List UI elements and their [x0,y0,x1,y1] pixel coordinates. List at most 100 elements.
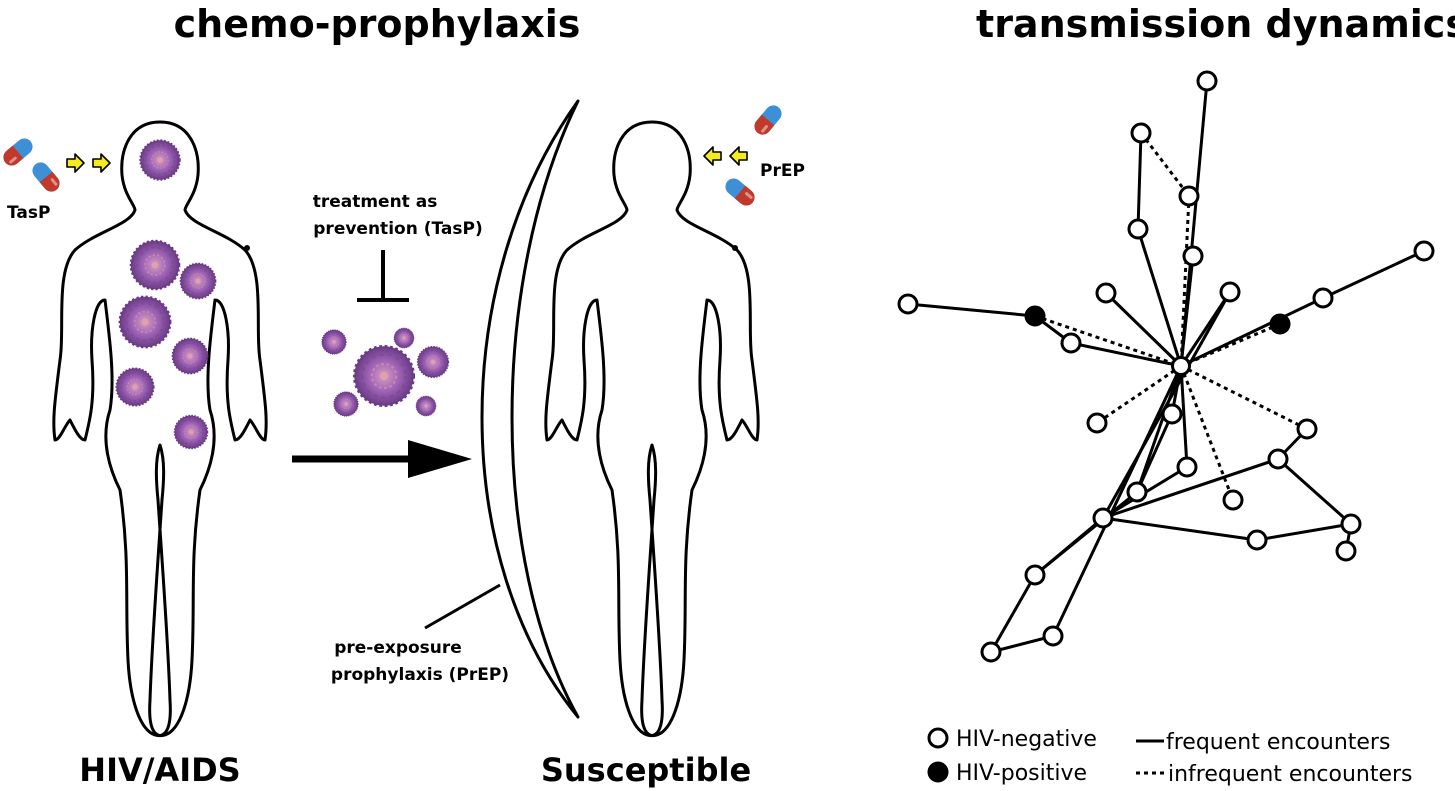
cluster-virus-2 [393,327,415,349]
network-node-negative [1222,489,1244,511]
network-node-negative [1340,513,1362,535]
tasp-block-line-1: treatment as [313,192,438,212]
network-edge-frequent [1322,249,1425,300]
tasp-arrow-2-icon [92,153,111,173]
network-edge-frequent [989,574,1037,653]
network-node-negative [1171,356,1191,376]
network-edge-frequent [1104,291,1183,368]
network-edge-infrequent [1180,364,1308,431]
network-edge-frequent [1277,457,1352,526]
tasp-pill-2-icon [29,159,63,195]
network-edge-frequent [1136,228,1183,367]
legend-infrequent-label: infrequent encounters [1168,762,1413,787]
network-node-positive [1269,313,1291,335]
network-edge-infrequent [1179,365,1235,501]
network-edge-frequent [1179,365,1189,468]
virus-belly-3 [115,367,155,407]
network-node-negative [1196,70,1218,92]
tasp-block-line-2: prevention (TasP) [313,219,482,239]
legend-frequent-label: frequent encounters [1166,730,1390,755]
transmission-arrow [292,440,472,478]
network-edge-frequent [1102,457,1279,520]
network-node-negative [1042,625,1064,647]
tasp-arrow-1-icon [66,153,85,173]
network-node-negative [1130,122,1152,144]
virus-hip [173,414,209,450]
network-edge-frequent [1070,341,1182,368]
susceptible-body-silhouette [544,120,760,738]
right-title: transmission dynamics [976,2,1455,46]
network-node-negative [1161,403,1183,425]
network-edge-frequent [1102,516,1258,542]
prep-pill-2-icon [722,175,758,209]
network-edge-infrequent [1096,364,1182,425]
legend-positive-label: HIV-positive [956,761,1087,786]
network-node-negative [1024,564,1046,586]
cluster-virus-3 [416,345,450,379]
network-edge-infrequent [1180,322,1281,368]
tasp-label: TasP [7,203,50,223]
network-edge-frequent [1101,291,1232,519]
virus-chest-2 [179,262,217,300]
network-edge-frequent [990,634,1054,654]
network-node-negative [1092,507,1114,529]
tasp-pill-1-icon [0,135,36,169]
infected-body-silhouette [52,120,268,738]
prep-shield-line-2: prophylaxis (PrEP) [331,665,509,685]
legend-negative-label: HIV-negative [956,727,1097,752]
prep-shield-pointer [424,583,501,630]
infected-label: HIV/AIDS [79,751,240,789]
network-node-negative [980,641,1002,663]
network-edges [907,80,1425,654]
network-nodes [897,70,1435,663]
prep-drug-group: PrEP [703,102,805,209]
network-node-negative [1176,456,1198,478]
tasp-drug-group: TasP [0,135,111,223]
network-edge-frequent [1034,516,1104,577]
network-node-negative [897,293,919,315]
network-node-negative [1178,185,1200,207]
network-edge-frequent [1051,365,1183,637]
network-node-negative [1219,281,1241,303]
network-node-negative [1312,287,1334,309]
network-edge-frequent [1179,255,1195,367]
prep-arrow-2-icon [729,146,748,166]
prep-shield-line-1: pre-exposure [334,638,462,658]
cluster-virus-center [352,344,416,408]
susceptible-shoulder-dot [732,245,738,251]
network-node-negative [1095,282,1117,304]
network-node-positive [1024,305,1046,327]
tasp-block: treatment as prevention (TasP) [313,192,483,302]
cluster-virus-1 [321,329,347,355]
virus-head [139,139,181,181]
network-node-negative [1086,412,1108,434]
transmission-network [897,70,1435,663]
susceptible-label: Susceptible [541,751,751,789]
network-node-negative [1296,418,1318,440]
virus-belly-1 [118,295,172,349]
cluster-virus-4 [333,391,359,417]
cluster-virus-5 [415,395,437,417]
network-node-negative [1267,448,1289,470]
network-edge-frequent [1135,413,1174,493]
network-edge-infrequent [1034,314,1182,368]
network-edge-frequent [907,302,1036,318]
network-edge-infrequent [1139,132,1191,197]
infected-viruses [115,139,217,450]
legend-negative-marker [927,727,949,749]
legend: HIV-negative HIV-positive frequent encou… [927,727,1413,787]
legend-positive-marker [927,761,949,783]
network-node-negative [1127,218,1149,240]
network-node-negative [1246,529,1268,551]
virus-chest-1 [129,239,181,291]
transmitted-virus-cluster [321,327,450,417]
network-edge-frequent [1135,365,1183,493]
left-title: chemo-prophylaxis [174,2,581,46]
prep-arrow-1-icon [703,146,722,166]
network-edge-frequent [1256,522,1352,542]
virus-belly-2 [171,337,209,375]
infected-shoulder-dot [244,245,250,251]
prep-pill-1-icon [751,102,785,138]
prep-shield: pre-exposure prophylaxis (PrEP) [331,99,580,719]
prep-label: PrEP [760,161,805,181]
